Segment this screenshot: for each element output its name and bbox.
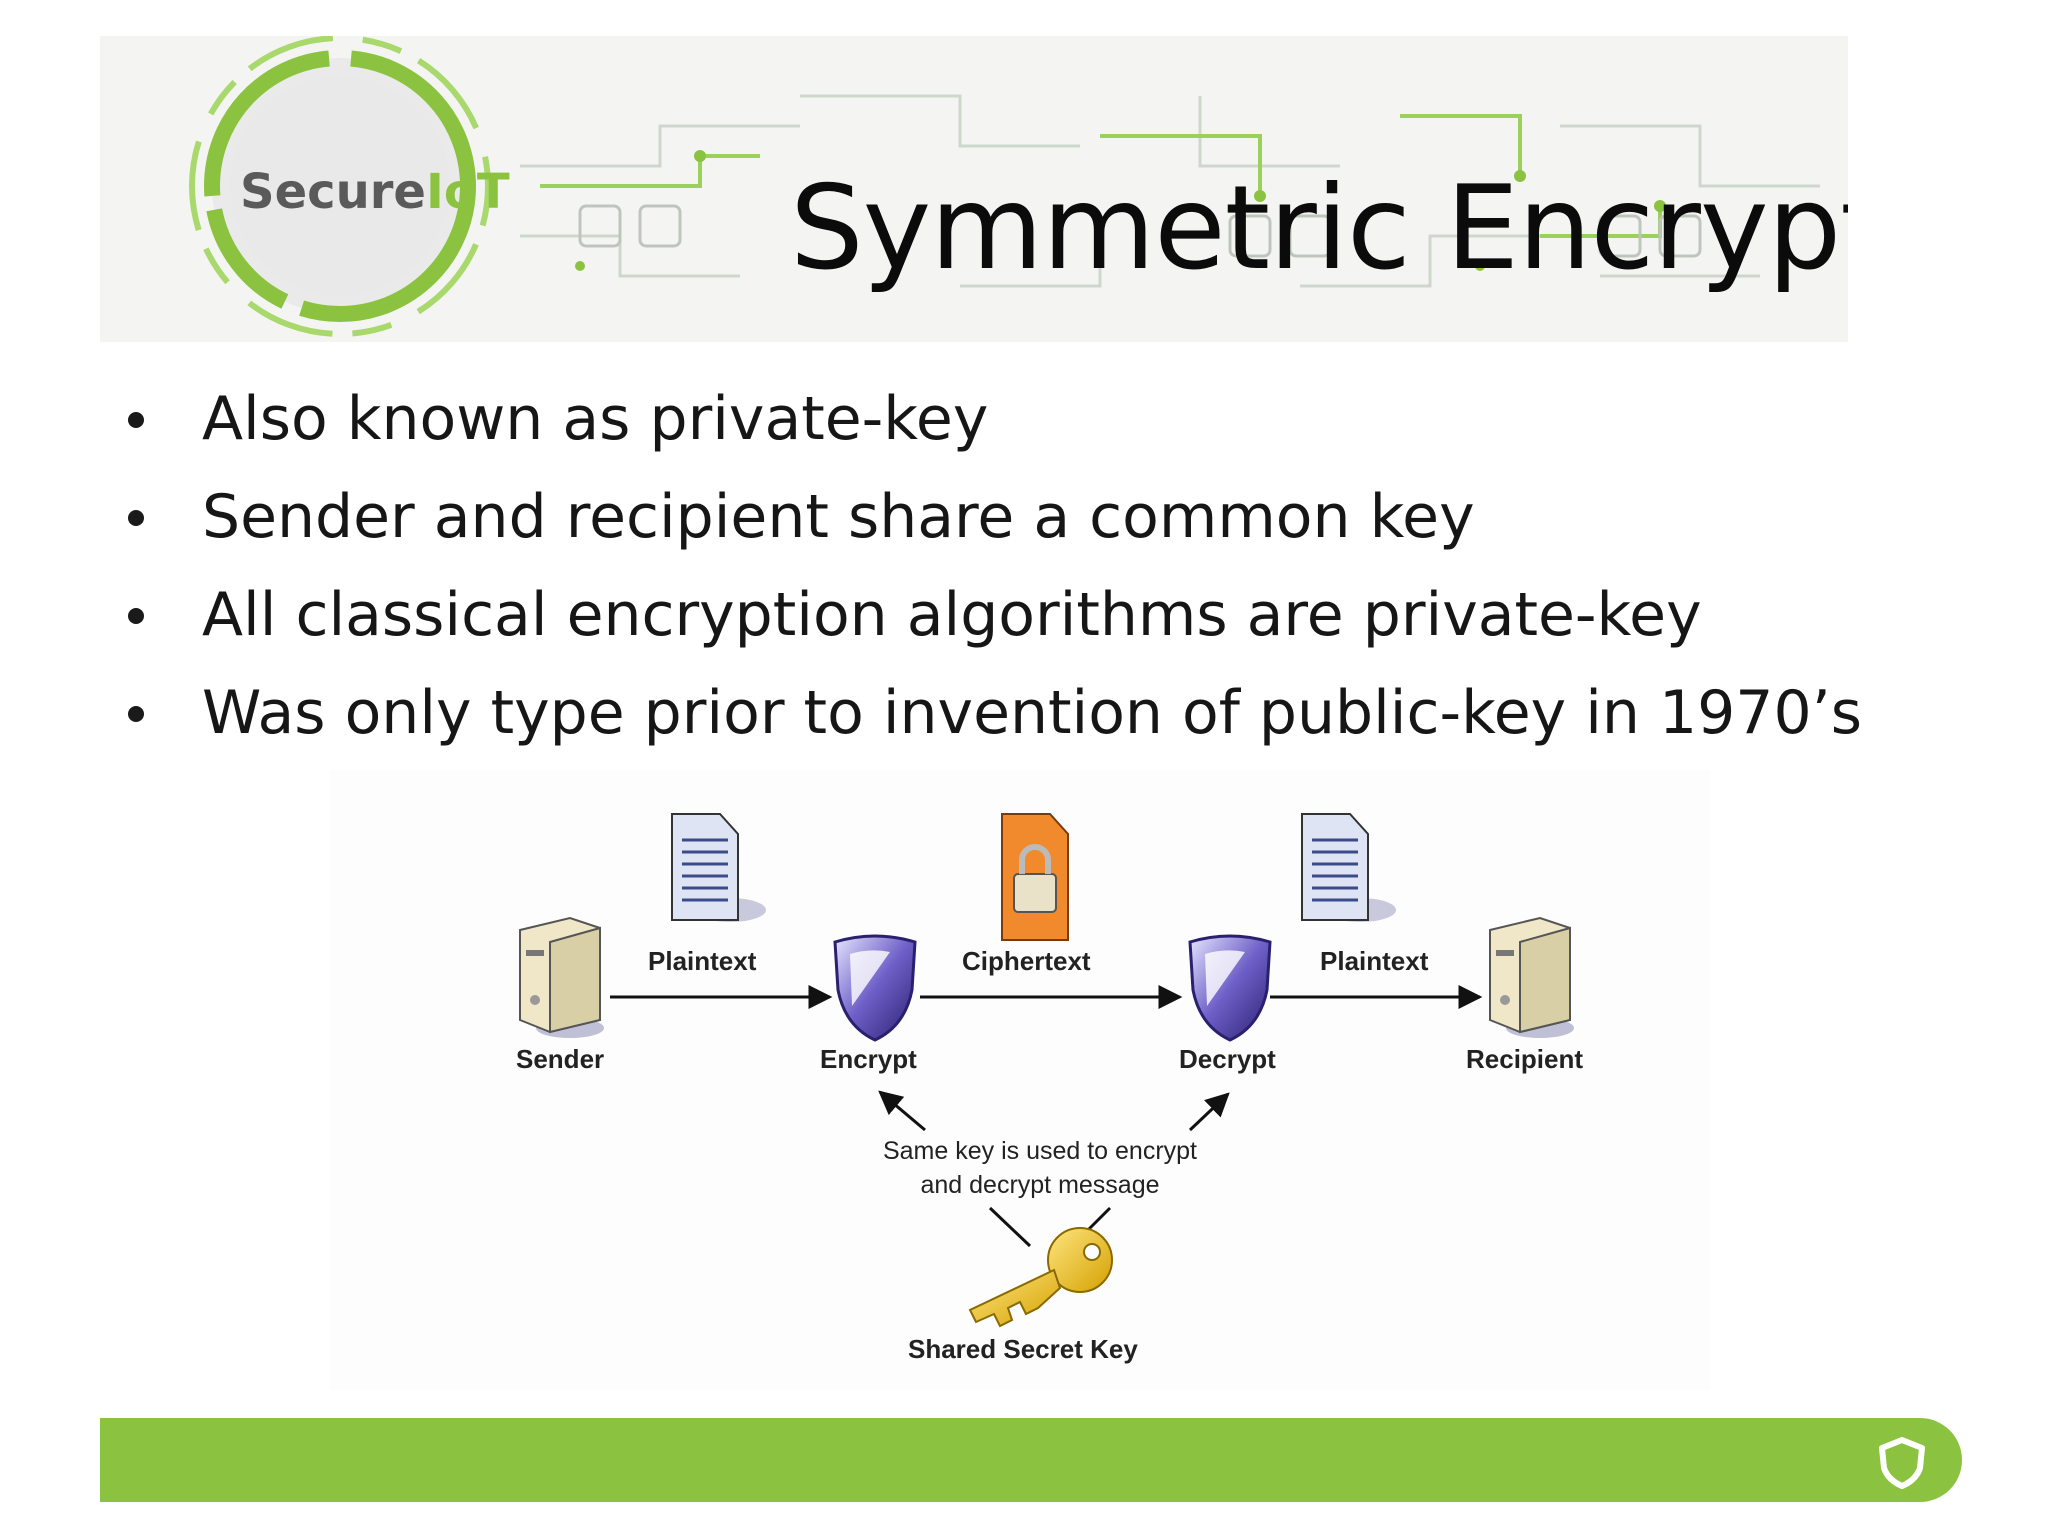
encrypt-shield-icon <box>833 934 917 1042</box>
footer-bar <box>100 1418 1962 1502</box>
line-key-left <box>988 1206 1032 1248</box>
edge-label-plaintext-in: Plaintext <box>648 946 757 976</box>
bullet-icon <box>128 510 144 526</box>
header-banner: SecureIoT Symmetric Encryption <box>100 36 1848 342</box>
diagram-graphics <box>519 813 1574 1328</box>
page-title: Symmetric Encryption <box>790 161 1848 296</box>
bullet-icon <box>128 706 144 722</box>
node-label-encrypt: Encrypt <box>820 1044 917 1074</box>
logo-ring: SecureIoT <box>189 36 510 337</box>
plaintext-document-icon <box>1301 813 1396 922</box>
plaintext-document-icon <box>671 813 766 922</box>
logo: SecureIoT <box>170 36 510 342</box>
key-icon <box>968 1227 1113 1328</box>
circuit-pattern <box>520 94 1820 288</box>
node-label-sender: Sender <box>516 1044 605 1074</box>
shield-icon <box>1879 1437 1925 1489</box>
ciphertext-lock-document-icon <box>1001 813 1069 941</box>
recipient-server-icon <box>1489 916 1574 1038</box>
logo-text: SecureIoT <box>240 164 510 220</box>
node-label-decrypt: Decrypt <box>1179 1044 1276 1074</box>
bullet-icon <box>128 412 144 428</box>
bullet-list: Also known as private-key Sender and rec… <box>118 370 1862 762</box>
bullet-item: Sender and recipient share a common key <box>118 468 1862 566</box>
key-label: Shared Secret Key <box>908 1334 1138 1364</box>
bullet-item: Also known as private-key <box>118 370 1862 468</box>
node-label-recipient: Recipient <box>1466 1044 1584 1074</box>
edge-label-plaintext-out: Plaintext <box>1320 946 1429 976</box>
bullet-icon <box>128 608 144 624</box>
arrow-key-to-decrypt <box>1188 1092 1230 1132</box>
arrow-key-to-encrypt <box>878 1090 926 1132</box>
bullet-item: Was only type prior to invention of publ… <box>118 664 1862 762</box>
sender-server-icon <box>519 916 604 1038</box>
encryption-diagram: Plaintext Ciphertext Plaintext Sender En… <box>330 770 1710 1390</box>
bullet-item: All classical encryption algorithms are … <box>118 566 1862 664</box>
decrypt-shield-icon <box>1188 934 1272 1042</box>
edge-label-ciphertext: Ciphertext <box>962 946 1091 976</box>
key-note: Same key is used to encrypt and decrypt … <box>882 1137 1198 1199</box>
